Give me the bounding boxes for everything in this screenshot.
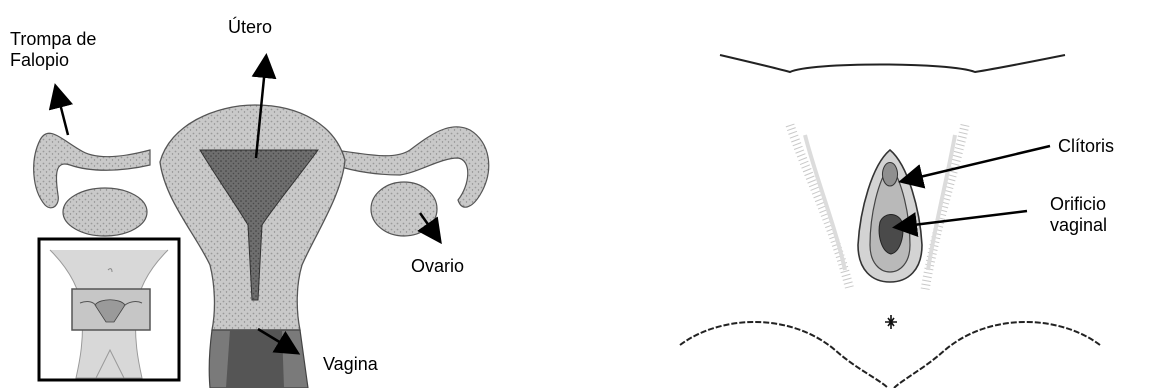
clitoris-arrow bbox=[903, 146, 1050, 181]
fallopian-arrow bbox=[56, 88, 68, 135]
inset-body-thumbnail bbox=[39, 239, 179, 380]
clitoris-label: Clítoris bbox=[1058, 136, 1114, 157]
right-ovary bbox=[371, 182, 437, 236]
ovary-label: Ovario bbox=[411, 256, 464, 277]
fallopian-tube-label: Trompa de Falopio bbox=[10, 29, 96, 71]
anus bbox=[885, 315, 897, 329]
vaginal-opening-label: Orificio vaginal bbox=[1050, 194, 1107, 236]
left-ovary bbox=[63, 188, 147, 236]
vagina-label: Vagina bbox=[323, 354, 378, 375]
vaginal-opening-label-line2: vaginal bbox=[1050, 215, 1107, 236]
uterus-label: Útero bbox=[228, 17, 272, 38]
vulva-illustration bbox=[680, 55, 1100, 388]
fallopian-tube-label-line1: Trompa de bbox=[10, 29, 96, 50]
waist-line bbox=[720, 55, 1065, 72]
vaginal-opening-label-line1: Orificio bbox=[1050, 194, 1107, 215]
fallopian-tube-label-line2: Falopio bbox=[10, 50, 96, 71]
clitoral-hood bbox=[882, 163, 897, 187]
